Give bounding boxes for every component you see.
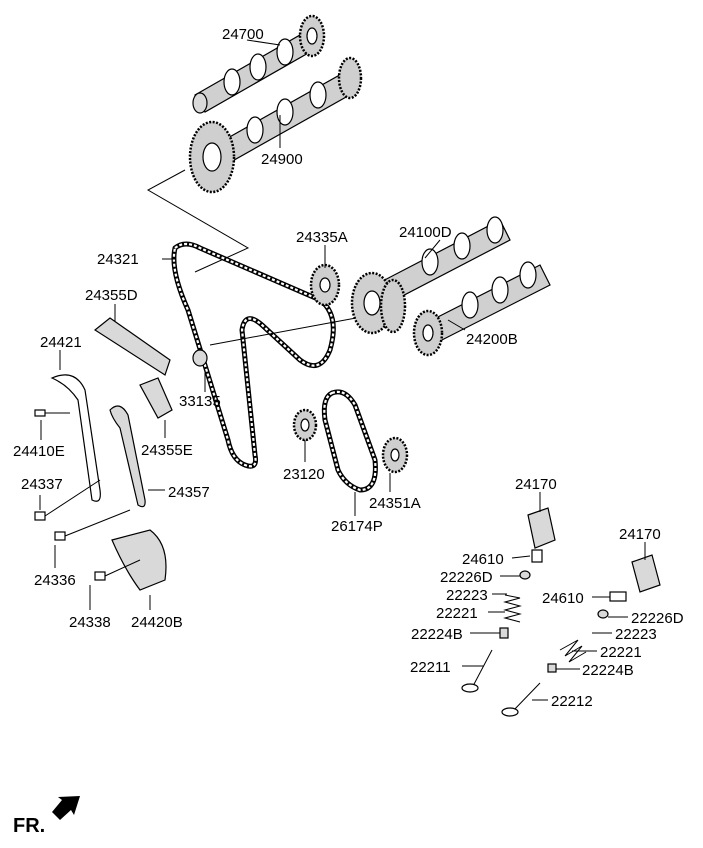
label-24351A: 24351A <box>369 495 421 512</box>
label-33135: 33135 <box>179 393 221 410</box>
label-24610-b: 24610 <box>542 590 584 607</box>
camshaft-24700 <box>192 14 326 114</box>
rocker-arm-24170-b <box>631 554 661 593</box>
label-22211: 22211 <box>410 659 451 676</box>
label-24355E: 24355E <box>141 442 193 459</box>
camshaft-24100D <box>350 216 511 335</box>
label-22221-a: 22221 <box>436 605 478 622</box>
spring-22221-a <box>503 594 522 623</box>
label-22226D-a: 22226D <box>440 569 493 586</box>
crank-sprocket-23120 <box>292 408 318 442</box>
front-direction-indicator: FR. <box>13 796 80 837</box>
lash-adjuster-24610-b <box>609 591 627 602</box>
label-24900: 24900 <box>261 151 303 168</box>
sprocket-24351A <box>381 436 409 474</box>
washer-33135 <box>192 349 208 367</box>
tensioner-arm-24421 <box>50 374 101 502</box>
chain-guide-24355E <box>139 377 173 419</box>
label-22221-b: 22221 <box>600 644 642 661</box>
rocker-arm-24170-a <box>527 507 556 549</box>
label-24610-a: 24610 <box>462 551 504 568</box>
fr-label: FR. <box>13 815 45 837</box>
chain-guide-24357 <box>109 405 146 508</box>
label-24321: 24321 <box>97 251 139 268</box>
label-24421: 24421 <box>40 334 82 351</box>
label-24200B: 24200B <box>466 331 518 348</box>
seal-22224B-a <box>499 627 509 639</box>
sprocket-24335A <box>309 263 341 307</box>
oil-pump-chain-26174P <box>321 389 378 493</box>
valve-22211 <box>461 649 493 693</box>
label-24336: 24336 <box>34 572 76 589</box>
label-24170-b: 24170 <box>619 526 661 543</box>
label-24700: 24700 <box>222 26 264 43</box>
label-24357: 24357 <box>168 484 210 501</box>
label-22223-a: 22223 <box>446 587 488 604</box>
front-arrow-icon <box>52 796 80 820</box>
lash-adjuster-24610-a <box>531 549 543 563</box>
label-23120: 23120 <box>283 466 325 483</box>
label-24335A: 24335A <box>296 229 348 246</box>
label-22224B-b: 22224B <box>582 662 634 679</box>
label-22224B-a: 22224B <box>411 626 463 643</box>
retainer-22226D-b <box>597 609 609 619</box>
label-22226D-b: 22226D <box>631 610 684 627</box>
label-22223-b: 22223 <box>615 626 657 643</box>
label-24410E: 24410E <box>13 443 65 460</box>
valve-22212 <box>501 682 541 717</box>
label-24170-a: 24170 <box>515 476 557 493</box>
camshaft-24900 <box>188 56 363 194</box>
seal-22224B-b <box>547 663 557 673</box>
label-24338: 24338 <box>69 614 111 631</box>
label-24337: 24337 <box>21 476 63 493</box>
retainer-22226D-a <box>519 570 531 580</box>
label-24420B: 24420B <box>131 614 183 631</box>
label-24355D: 24355D <box>85 287 138 304</box>
label-22212: 22212 <box>551 693 593 710</box>
camshaft-24200B <box>412 261 551 357</box>
bolts <box>34 409 141 581</box>
label-24100D: 24100D <box>399 224 452 241</box>
label-26174P: 26174P <box>331 518 383 535</box>
chain-guide-24355D <box>93 317 171 376</box>
